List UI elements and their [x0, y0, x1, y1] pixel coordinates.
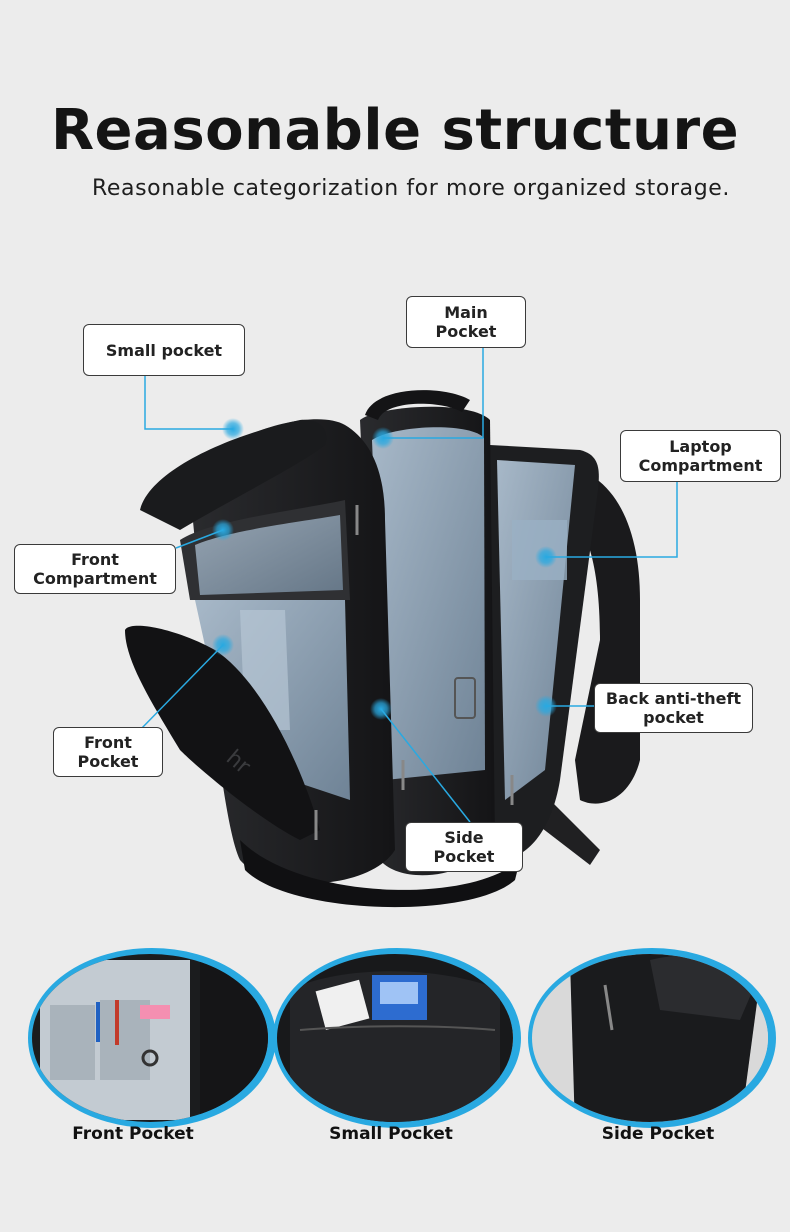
front-pocket-photo — [32, 954, 268, 1122]
page-subtitle: Reasonable categorization for more organ… — [91, 176, 730, 201]
callout-side-pocket: Side Pocket — [405, 822, 523, 872]
callout-front-pocket: Front Pocket — [53, 727, 163, 777]
callout-front-compartment: Front Compartment — [14, 544, 176, 594]
caption-front-pocket: Front Pocket — [72, 1124, 194, 1144]
small-pocket-photo — [277, 954, 513, 1122]
callout-back-antitheft-pocket: Back anti-theft pocket — [594, 683, 753, 733]
caption-side-pocket: Side Pocket — [601, 1124, 715, 1144]
callout-laptop-compartment: Laptop Compartment — [620, 430, 781, 482]
page-title: Reasonable structure — [50, 98, 740, 163]
callout-small-pocket: Small pocket — [83, 324, 245, 376]
callout-main-pocket: Main Pocket — [406, 296, 526, 348]
caption-small-pocket: Small Pocket — [329, 1124, 453, 1144]
